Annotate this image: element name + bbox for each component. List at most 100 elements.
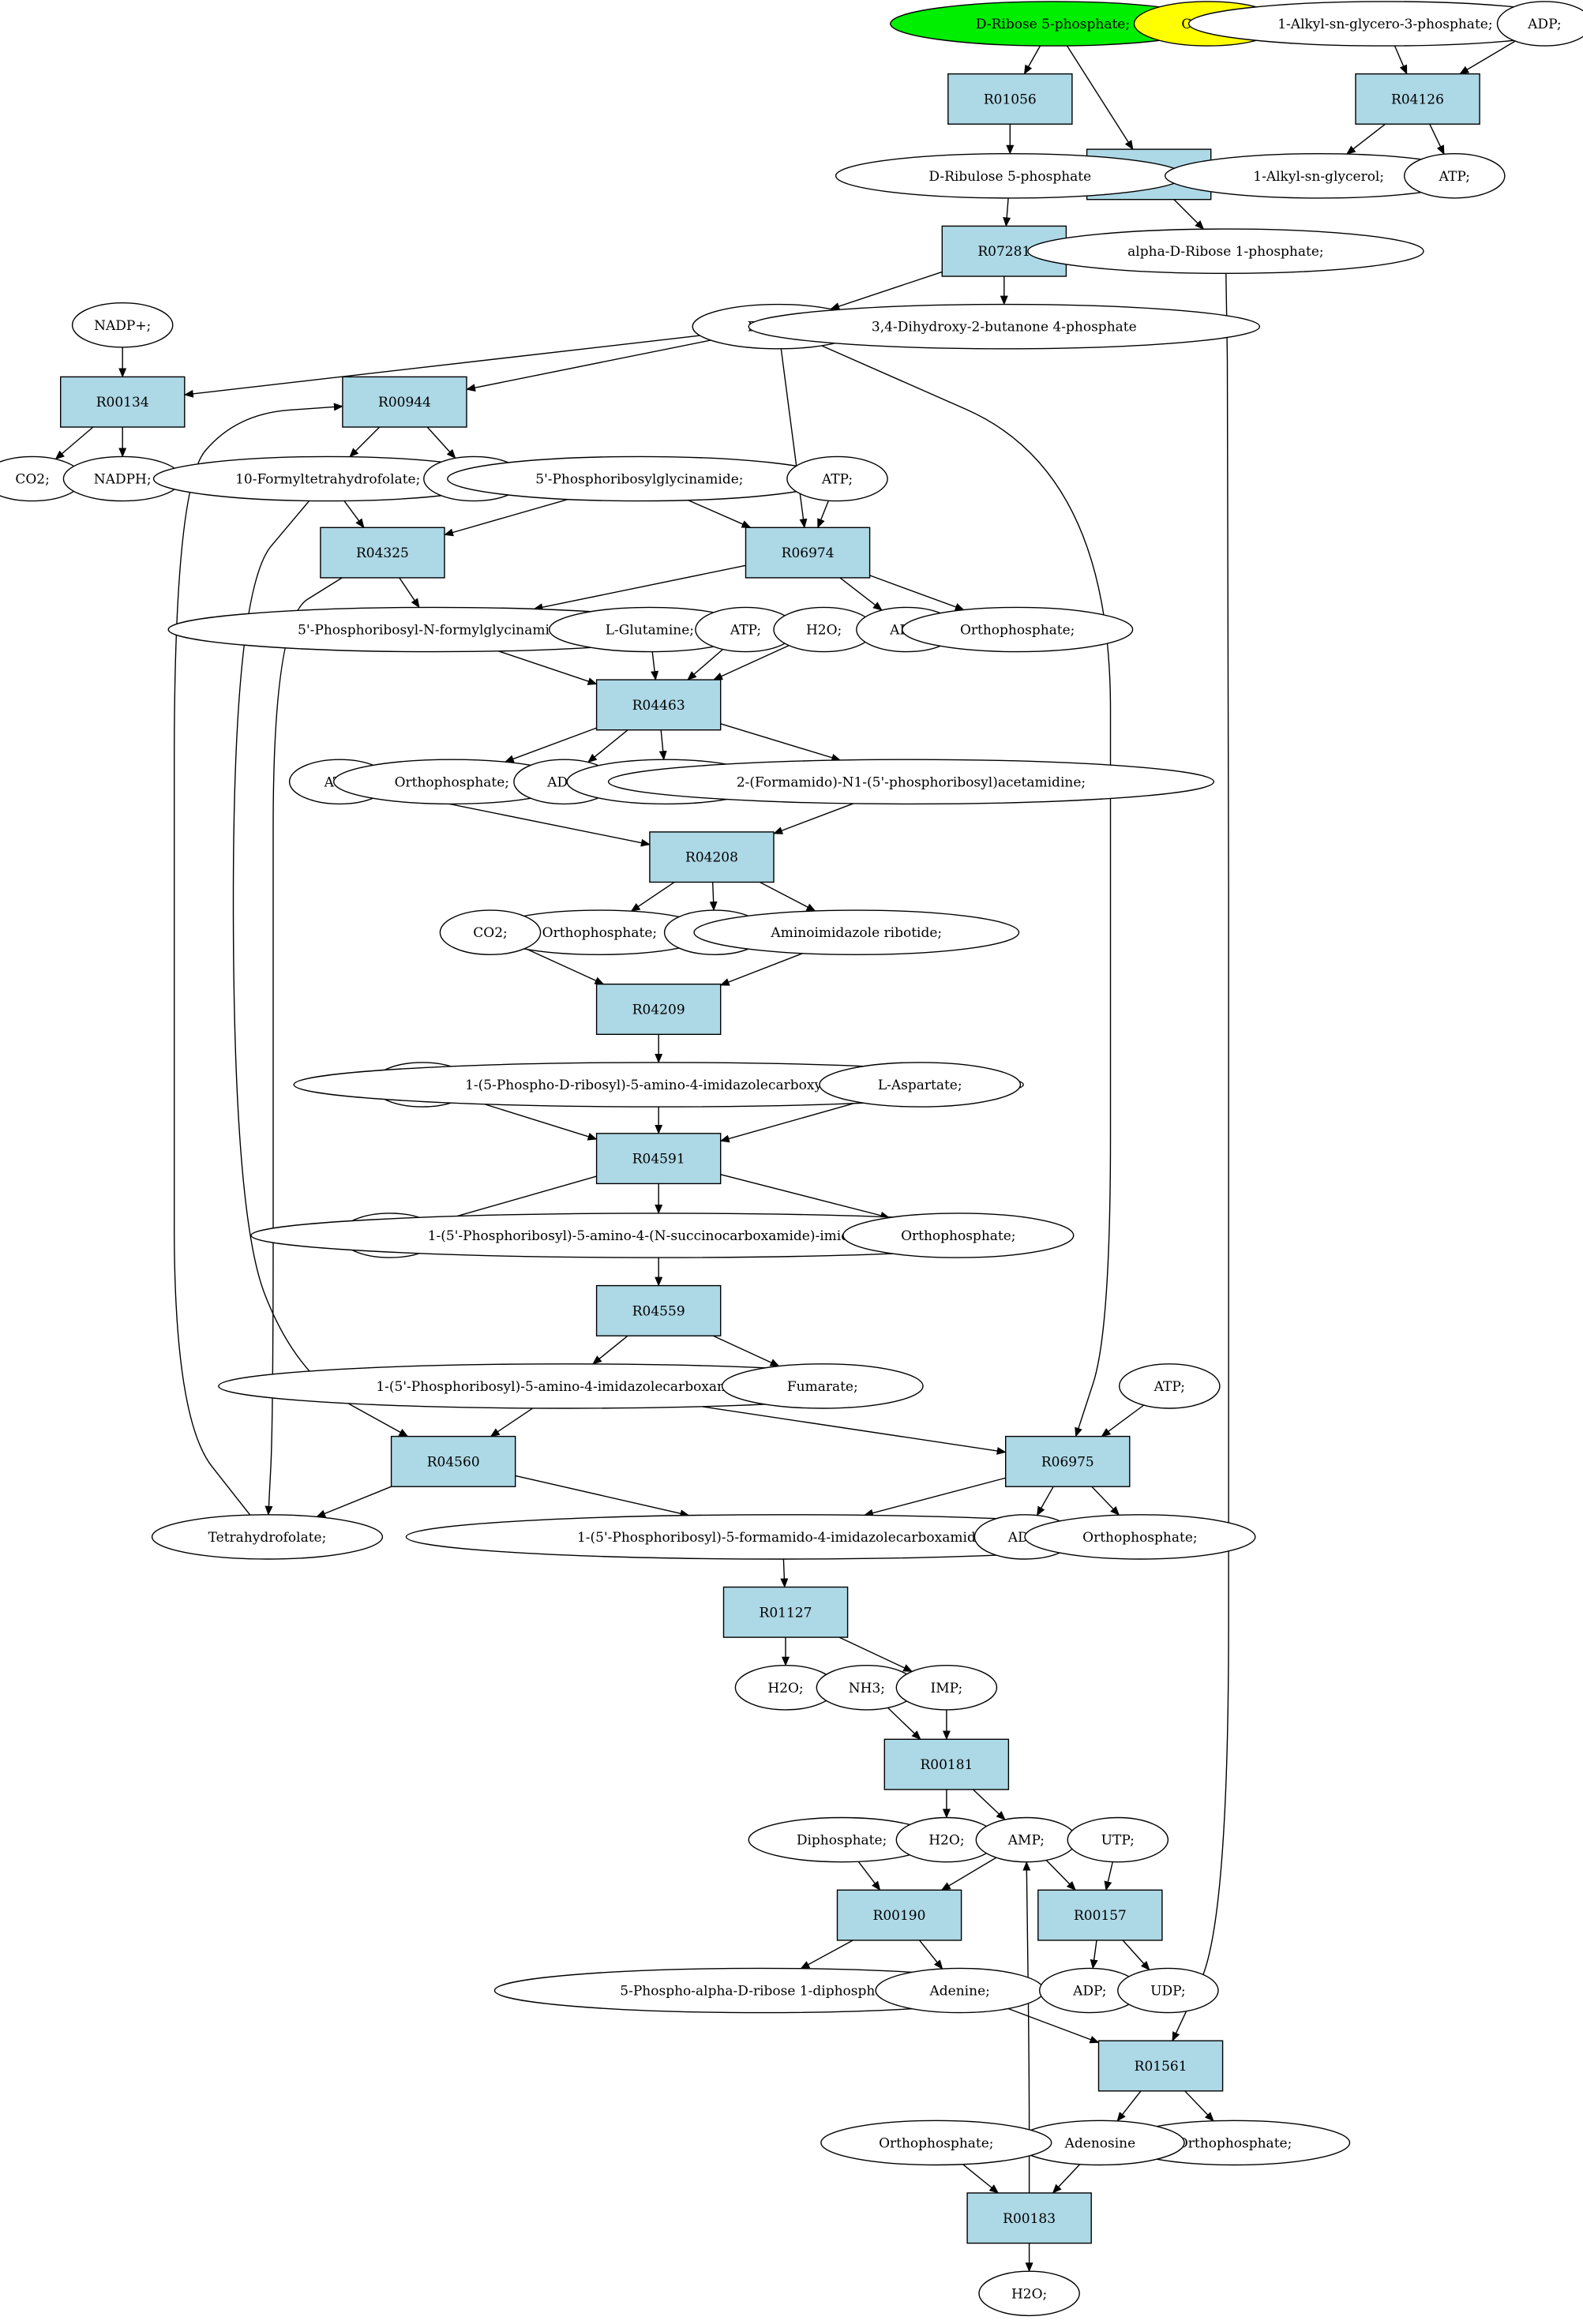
compound-label: Orthophosphate;: [1177, 2135, 1292, 2151]
edge-R04325-to-prformylglycinamide: [400, 578, 419, 608]
edge-R04559-to-fumarate: [713, 1336, 778, 1366]
compound-label: UTP;: [1101, 1833, 1135, 1849]
reaction-node-r00181[interactable]: R00181: [884, 1739, 1008, 1790]
compound-label: 3,4-Dihydroxy-2-butanone 4-phosphate: [872, 320, 1137, 335]
compound-node-prglycinamide[interactable]: 5'-Phosphoribosylglycinamide;: [448, 456, 831, 500]
reaction-label: R04208: [685, 850, 738, 866]
edge-formate-to-R06974: [781, 349, 805, 528]
compound-label: NADPH;: [94, 472, 152, 488]
edge-R04126-to-atp_top: [1430, 124, 1444, 154]
reaction-node-r00944[interactable]: R00944: [343, 377, 467, 427]
reaction-node-r00183[interactable]: R00183: [967, 2193, 1091, 2243]
compound-label: ATP;: [730, 623, 761, 639]
reaction-node-r01127[interactable]: R01127: [724, 1587, 848, 1638]
reaction-node-r06974[interactable]: R06974: [746, 527, 870, 578]
edge-R04208-to-orthop_c: [632, 883, 675, 912]
edge-alkylglycero3p-to-R04126: [1395, 46, 1407, 74]
reaction-label: R04560: [427, 1454, 480, 1470]
compound-node-imp[interactable]: IMP;: [896, 1666, 996, 1710]
reaction-node-r04560[interactable]: R04560: [392, 1437, 516, 1487]
edge-R04560-to-thf: [317, 1486, 392, 1516]
reaction-node-r04208[interactable]: R04208: [650, 832, 774, 883]
compound-node-ribulose5p[interactable]: D-Ribulose 5-phosphate: [836, 154, 1184, 198]
compound-node-orthop_d[interactable]: Orthophosphate;: [843, 1213, 1074, 1258]
compound-node-orthop_g[interactable]: Orthophosphate;: [821, 2120, 1052, 2165]
edge-adenosine-to-R00183: [1053, 2165, 1080, 2193]
edge-adp_top-to-R04126: [1460, 41, 1515, 74]
edge-R06974-to-adp_a: [840, 578, 882, 610]
edge-formate-to-R00944: [467, 340, 711, 389]
compound-node-h2o_e[interactable]: H2O;: [979, 2271, 1079, 2315]
compound-node-adenine[interactable]: Adenine;: [876, 1968, 1044, 2012]
compound-label: 5'-Phosphoribosylglycinamide;: [535, 472, 743, 488]
compound-label: Diphosphate;: [797, 1833, 887, 1849]
compound-node-adp_top[interactable]: ADP;: [1498, 2, 1583, 46]
reaction-node-r04209[interactable]: R04209: [597, 984, 721, 1035]
compound-node-nadp[interactable]: NADP+;: [73, 303, 173, 347]
compound-node-fumarate[interactable]: Fumarate;: [722, 1364, 923, 1408]
edge-aicar-to-R06975: [701, 1407, 1005, 1452]
compound-node-amp[interactable]: AMP;: [976, 1818, 1076, 1862]
compound-label: ATP;: [1153, 1379, 1185, 1395]
reaction-label: R04325: [356, 545, 409, 561]
reaction-node-r00190[interactable]: R00190: [838, 1890, 962, 1940]
edge-atp_b-to-R04463: [688, 650, 723, 680]
compound-node-atp_e[interactable]: ATP;: [1120, 1364, 1220, 1408]
compound-label: UDP;: [1150, 1984, 1186, 2000]
reaction-node-r01561[interactable]: R01561: [1099, 2041, 1223, 2091]
compound-label: H2O;: [1011, 2286, 1047, 2302]
compound-node-atp_top[interactable]: ATP;: [1405, 154, 1505, 198]
compound-label: ADP;: [1072, 1984, 1106, 2000]
reaction-label: R01561: [1135, 2059, 1187, 2075]
reaction-node-r00134[interactable]: R00134: [61, 377, 185, 427]
reaction-node-r00157[interactable]: R00157: [1038, 1890, 1162, 1940]
compound-node-air[interactable]: Aminoimidazole ribotide;: [694, 910, 1018, 954]
reaction-node-r04591[interactable]: R04591: [597, 1134, 721, 1184]
reaction-label: R01056: [984, 92, 1037, 107]
reaction-node-r04325[interactable]: R04325: [321, 527, 445, 578]
compound-label: NH3;: [849, 1681, 885, 1696]
compound-label: Orthophosphate;: [395, 774, 509, 790]
reaction-node-r04126[interactable]: R04126: [1356, 74, 1480, 125]
edge-R04463-to-adp_b: [588, 730, 628, 763]
reaction-label: R00134: [96, 395, 149, 410]
reaction-node-r04463[interactable]: R04463: [597, 680, 721, 730]
compound-node-orthop_a[interactable]: Orthophosphate;: [902, 607, 1133, 651]
compound-node-utp[interactable]: UTP;: [1067, 1818, 1168, 1862]
compound-node-formamidoacetamidine[interactable]: 2-(Formamido)-N1-(5'-phosphoribosyl)acet…: [609, 759, 1214, 804]
compound-label: 2-(Formamido)-N1-(5'-phosphoribosyl)acet…: [737, 774, 1086, 790]
compound-node-udp[interactable]: UDP;: [1118, 1968, 1218, 2012]
compound-label: 1-(5-Phospho-D-ribosyl)-5-amino-4-imidaz…: [465, 1078, 852, 1093]
compound-node-orthop_e[interactable]: Orthophosphate;: [1025, 1515, 1255, 1559]
edge-R06974-to-prformylglycinamide: [534, 565, 745, 609]
compound-label: 1-(5'-Phosphoribosyl)-5-amino-4-imidazol…: [376, 1379, 755, 1395]
edge-R00157-to-adp_f: [1093, 1940, 1097, 1969]
compound-node-thf[interactable]: Tetrahydrofolate;: [152, 1515, 383, 1559]
reaction-node-r01056[interactable]: R01056: [948, 74, 1072, 125]
compound-node-alpharibose1p[interactable]: alpha-D-Ribose 1-phosphate;: [1028, 229, 1424, 273]
edge-R01561-to-orthop_f: [1185, 2091, 1214, 2121]
reaction-node-r06975[interactable]: R06975: [1006, 1437, 1130, 1487]
edge-R04126-to-alkylglycerol: [1347, 124, 1386, 154]
reaction-node-r04559[interactable]: R04559: [597, 1286, 721, 1336]
compound-node-laspartate[interactable]: L-Aspartate;: [820, 1063, 1020, 1107]
edge-R04208-to-air: [760, 883, 816, 912]
compound-label: 1-Alkyl-sn-glycero-3-phosphate;: [1277, 17, 1492, 32]
edge-R04463-to-formamidoacetamidine: [721, 724, 841, 760]
reaction-label: R00157: [1074, 1908, 1127, 1924]
edge-R00134-to-co2_a: [55, 427, 93, 459]
edge-R06974-to-orthop_a: [870, 575, 964, 610]
compound-label: H2O;: [767, 1681, 803, 1696]
compound-label: H2O;: [928, 1833, 964, 1849]
compound-node-atp_a[interactable]: ATP;: [787, 456, 887, 500]
edge-formamidoacetamidine-to-R04208: [774, 804, 853, 834]
reaction-label: R04126: [1391, 92, 1444, 107]
edge-nh3-to-R00181: [887, 1707, 921, 1739]
compound-label: Tetrahydrofolate;: [208, 1530, 327, 1546]
compound-node-dihydroxybutanone[interactable]: 3,4-Dihydroxy-2-butanone 4-phosphate: [748, 305, 1259, 349]
compound-node-co2_b[interactable]: CO2;: [440, 910, 540, 954]
edge-R00181-to-amp: [973, 1790, 1005, 1820]
